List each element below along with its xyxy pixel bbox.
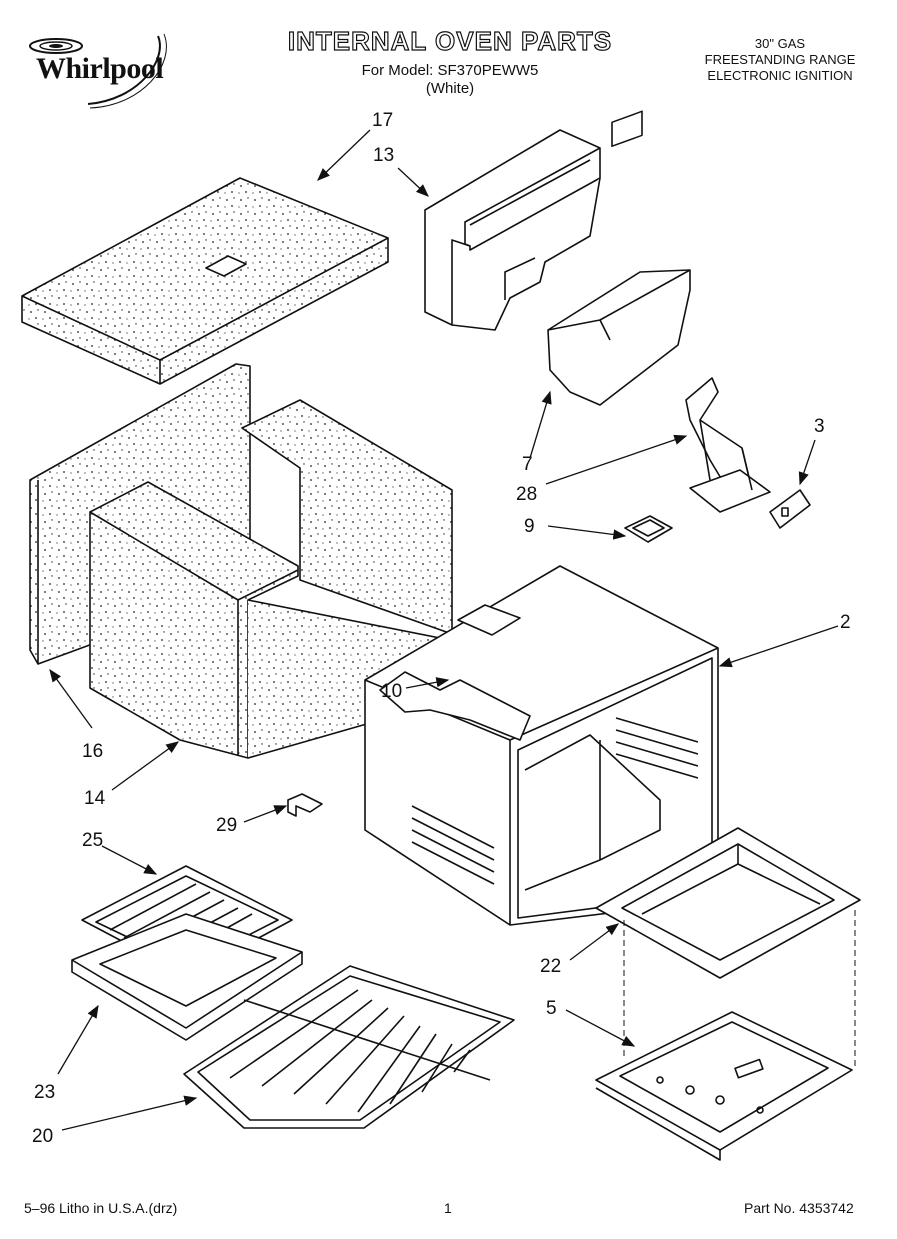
whirlpool-logo: Whirlpool [18,30,188,110]
alignment-lines [623,910,856,1068]
part-7-burner-box [547,110,691,406]
color-line: (White) [425,80,475,97]
brand-name: Whirlpool [36,52,164,85]
cavity-rack-slots-right [615,717,699,779]
callout-17: 17 [372,110,393,131]
footer-litho: 5–96 Litho in U.S.A.(drz) [24,1200,178,1216]
footer-page-number: 1 [444,1200,452,1216]
callout-3: 3 [814,416,825,437]
part-9-gasket [624,515,673,543]
footer-part-number: Part No. 4353742 [744,1200,854,1216]
logo-swirl-icon [29,33,167,109]
callout-2: 2 [840,612,851,633]
part-2-oven-cavity [364,565,719,926]
spec-type: FREESTANDING RANGE [704,52,856,67]
callout-13: 13 [373,145,394,166]
callout-5: 5 [546,998,557,1019]
part-5-burner-base [595,1011,853,1161]
callout-7: 7 [522,454,533,475]
callout-14: 14 [84,788,106,809]
callout-25: 25 [82,830,103,851]
part-back-insulation [241,399,453,635]
callout-28: 28 [516,484,537,505]
callout-29: 29 [216,815,237,836]
part-14-front-insulation [89,481,451,759]
callout-22: 22 [540,956,561,977]
callout-16: 16 [82,741,103,762]
spec-ignition: ELECTRONIC IGNITION [707,68,853,83]
model-line: For Model: SF370PEWW5 [361,62,539,79]
callout-20: 20 [32,1126,53,1147]
part-3-plate [769,489,811,529]
part-13-vent-duct [424,129,601,331]
part-17-top-insulation [21,177,389,385]
page-title: INTERNAL OVEN PARTS [287,25,613,56]
part-20-oven-rack [183,965,515,1129]
callout-labels: 17 13 7 28 3 9 2 10 16 14 29 25 22 5 23 … [32,110,851,1147]
callout-10: 10 [381,681,402,702]
leader-lines [49,129,839,1131]
cavity-rack-slots-left [411,805,495,885]
callout-9: 9 [524,516,535,537]
spec-size: 30" GAS [754,36,806,51]
part-22-bottom-panel [595,827,861,979]
callout-23: 23 [34,1082,55,1103]
part-23-broiler-pan [71,913,303,1041]
part-29-clip [287,793,323,817]
part-28-bracket [685,377,771,513]
